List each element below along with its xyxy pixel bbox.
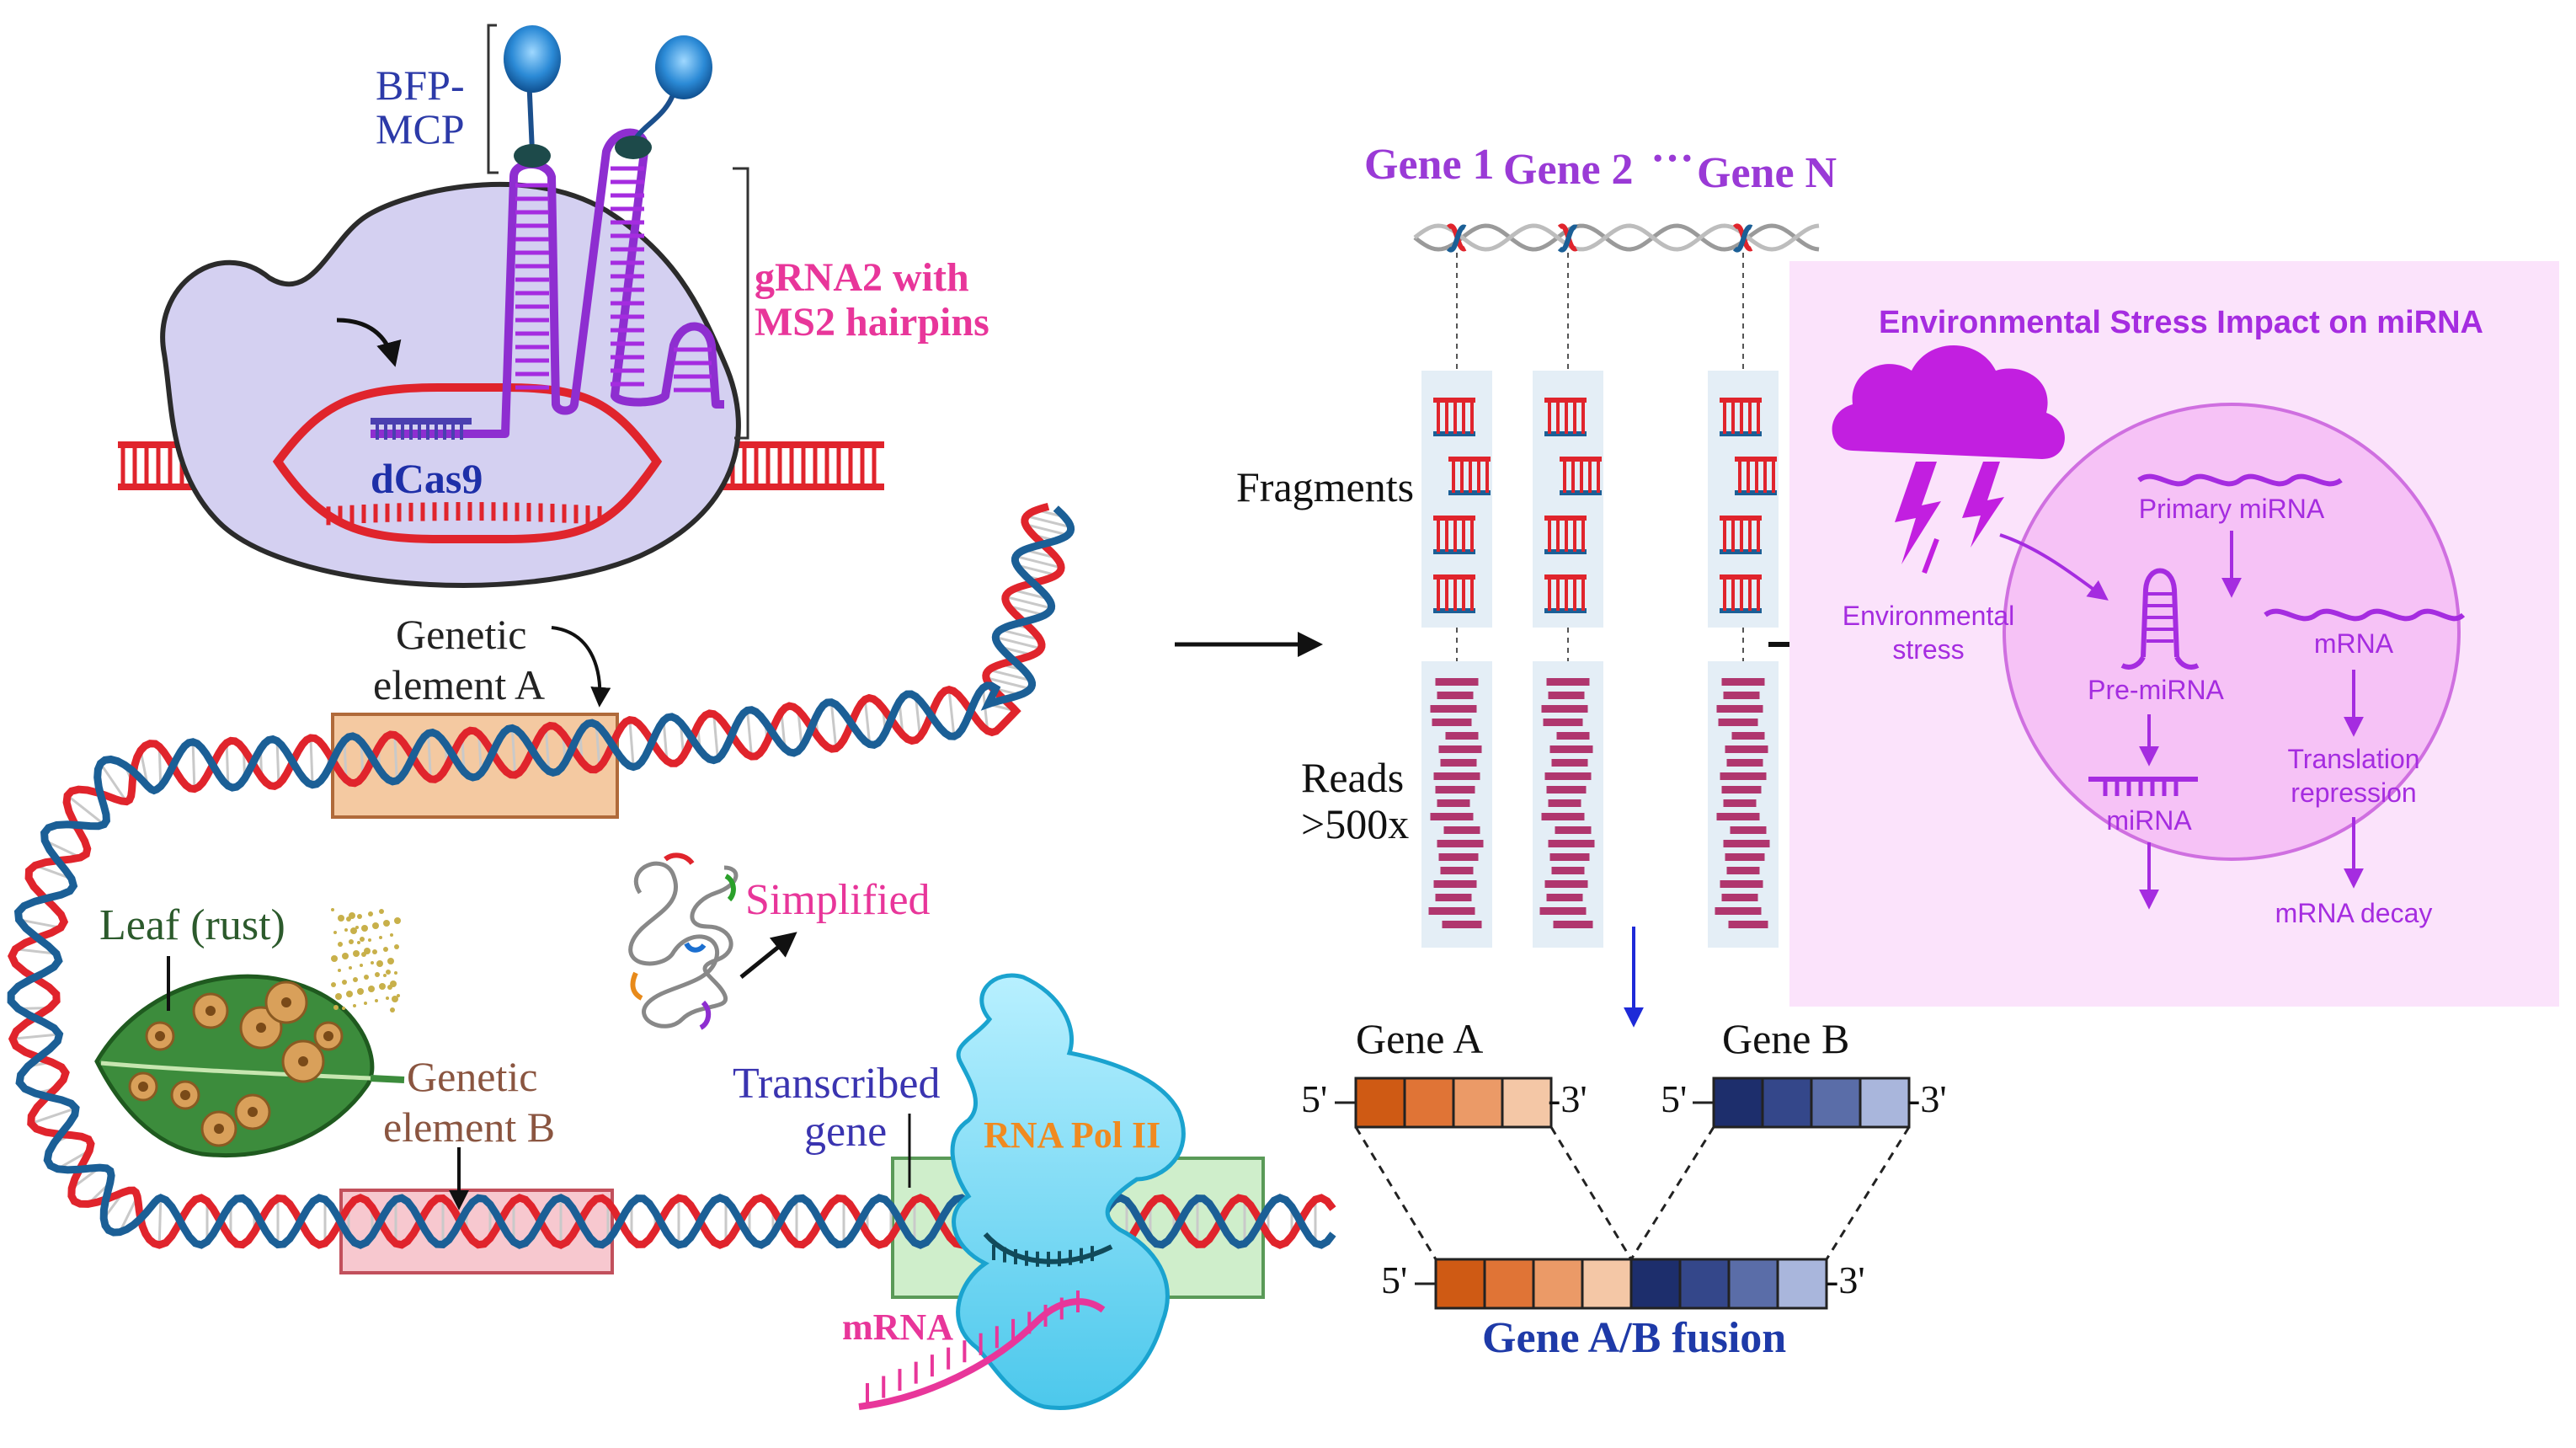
genetic-element-a-line2: element A: [373, 661, 545, 708]
genetic-element-a-line1: Genetic: [396, 611, 526, 658]
fusion-5prime: 5': [1381, 1258, 1407, 1301]
bfp-mcp-label-line1: BFP-: [376, 61, 465, 109]
primary-mirna-strand: [2137, 473, 2343, 487]
fragments-label: Fragments: [1236, 463, 1414, 510]
pre-mirna-hairpin-icon: [2120, 568, 2200, 670]
bfp-mcp-protein-1: [504, 25, 561, 168]
genome-panel: Genetic element A Leaf (rust) Genetic el…: [7, 502, 1336, 1410]
mirna-panel-title: Environmental Stress Impact on miRNA: [1879, 305, 2483, 340]
gene-b-5prime: 5': [1661, 1077, 1687, 1120]
mrna-decay-label: mRNA decay: [2275, 898, 2433, 928]
rust-spores: [331, 908, 401, 1013]
gene-b-3prime: -3': [1907, 1077, 1947, 1120]
translation-line1: Translation: [2287, 744, 2419, 774]
genome-dna-helix: [7, 502, 1336, 1249]
primary-mirna-label: Primary miRNA: [2139, 494, 2325, 524]
grna-bracket: [733, 167, 749, 440]
element-a-pointer: [551, 626, 611, 708]
gene-dots: ···: [1651, 135, 1694, 183]
gene-2-label: Gene 2: [1503, 146, 1634, 194]
leaf-label: Leaf (rust): [99, 901, 285, 949]
mirna-panel-mrna-label: mRNA: [2314, 628, 2394, 659]
grna-strand: [371, 128, 724, 438]
transcribed-gene-line2: gene: [804, 1108, 887, 1156]
grna-spacer-ticks: [376, 421, 463, 440]
gene-fusion-panel: Gene A Gene B 5' -3' 5' -3' 5' -3' Gene …: [1301, 1015, 1947, 1362]
crispr-curved-arrow: [336, 318, 402, 367]
simplified-chromatin-icon: [628, 861, 739, 1029]
mrna-squiggle: [2264, 608, 2466, 622]
gene-n-label: Gene N: [1697, 149, 1837, 197]
fusion-3prime: -3': [1826, 1258, 1865, 1301]
env-stress-line2: stress: [1892, 634, 1964, 665]
env-stress-line1: Environmental: [1843, 601, 2015, 631]
dna-bubble-rungs: [326, 502, 602, 526]
mrna-label: mRNA: [842, 1306, 953, 1348]
bfp-mcp-label-line2: MCP: [376, 105, 465, 152]
dcas9-label: dCas9: [371, 455, 483, 502]
genetic-element-b-line1: Genetic: [407, 1053, 537, 1100]
mirna-label: miRNA: [2106, 805, 2192, 836]
sequencing-panel: Gene 1 Gene 2 ··· Gene N Fragments Reads…: [1236, 135, 1880, 1028]
genetic-element-b-line2: element B: [383, 1103, 555, 1151]
rna-pol-ii-enzyme: [950, 973, 1186, 1410]
crispr-panel: BFP- MCP gRNA2 with MS2 hairpins dCas9: [118, 24, 989, 588]
reads-label-line2: >500x: [1301, 800, 1409, 847]
mrna-ticks: [866, 1290, 1080, 1405]
gene-b-label: Gene B: [1722, 1015, 1849, 1062]
rna-pol-label: RNA Pol II: [984, 1114, 1160, 1156]
reads-label-line1: Reads: [1301, 754, 1404, 801]
gene-1-label: Gene 1: [1364, 141, 1495, 189]
translation-line2: repression: [2291, 777, 2416, 808]
reference-dna: [1413, 223, 1820, 253]
fusion-boxes: [1335, 1077, 1911, 1310]
hairpin-rungs: [515, 166, 712, 393]
gene-fusion-label: Gene A/B fusion: [1482, 1314, 1786, 1362]
mirna-panel: Environmental Stress Impact on miRNA Env…: [1789, 261, 2559, 1007]
leaf-rust-image: [94, 974, 405, 1157]
pre-mirna-label: Pre-miRNA: [2088, 675, 2224, 705]
simplified-label: Simplified: [745, 876, 931, 924]
stress-to-premirna-arrow: [1999, 533, 2109, 601]
cell-circle: [2003, 403, 2461, 861]
grna-label-line2: MS2 hairpins: [755, 300, 989, 345]
sequencing-columns: [1421, 253, 1779, 948]
bfp-bracket: [487, 24, 499, 174]
dna-bubble: [272, 383, 663, 543]
gene-a-label: Gene A: [1356, 1015, 1483, 1062]
gene-a-5prime: 5': [1301, 1077, 1327, 1120]
bfp-mcp-protein-2: [615, 35, 712, 159]
grna-label-line1: gRNA2 with: [755, 255, 969, 300]
storm-cloud-icon: [1832, 345, 2065, 574]
simplified-arrow: [739, 932, 797, 979]
transcribed-gene-line1: Transcribed: [733, 1060, 941, 1108]
gene-a-3prime: -3': [1548, 1077, 1587, 1120]
